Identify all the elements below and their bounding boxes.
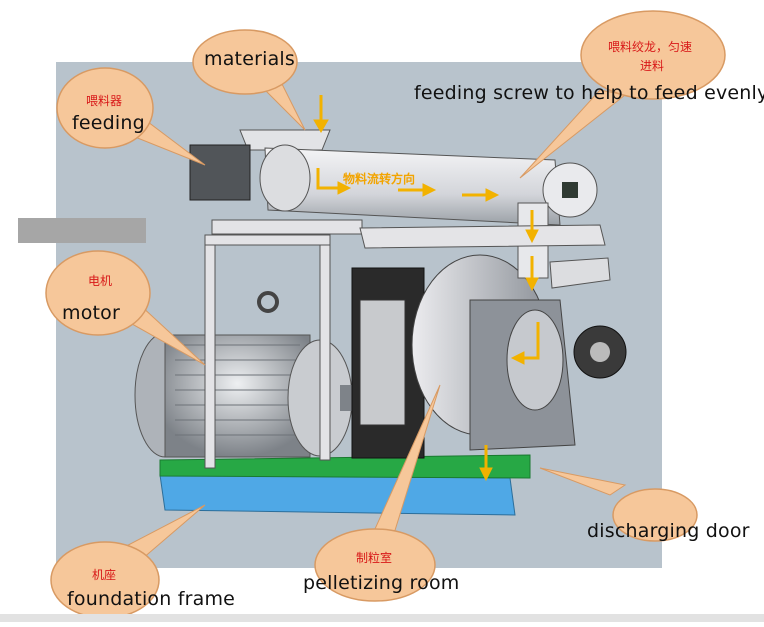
pelletizing-room-door [506,309,564,411]
bubble-screw [580,10,726,100]
support-frame [204,219,363,469]
bubble-room [314,528,436,602]
label-feeding-screw: feeding screw to help to feed evenly [414,82,764,104]
label-materials: materials [204,48,296,70]
conditioner-bracket [359,224,606,249]
gray-overlay-bar [18,218,146,243]
label-discharging-door: discharging door [587,520,750,542]
pointer-door [539,467,627,496]
label-motor: motor [62,302,121,324]
label-motor-cn: 电机 [88,274,113,288]
screw-tube-inlet [259,144,311,212]
bubble-materials [192,29,298,95]
label-room-cn: 制粒室 [356,551,393,565]
label-feeding-cn: 喂料器 [86,94,123,108]
screw-drive-hub [562,182,578,198]
label-flow-direction: 物料流转方向 [343,172,416,186]
bubble-door [612,488,698,542]
label-foundation-frame: foundation frame [67,588,236,610]
callout-bubbles [45,10,726,619]
feeder-motor [189,144,251,201]
label-pelletizing-room: pelletizing room [303,572,460,594]
motor-lifting-eye [257,291,279,313]
label-screw-cn-line1: 喂料绞龙，匀速 [608,40,693,54]
flow-arrows [313,95,540,482]
bottom-strip [0,614,764,622]
label-screw-cn-line2: 进料 [640,59,665,73]
housing-panel [359,299,406,426]
motor-fins [175,344,300,436]
label-feeding: feeding [72,112,145,134]
base-blue [159,474,516,516]
bubble-motor [45,250,151,336]
pointer-screw [519,89,627,179]
side-plate [549,257,611,289]
label-frame-cn: 机座 [92,568,117,582]
gear-hub [590,342,610,362]
bubble-feeding [56,67,154,149]
